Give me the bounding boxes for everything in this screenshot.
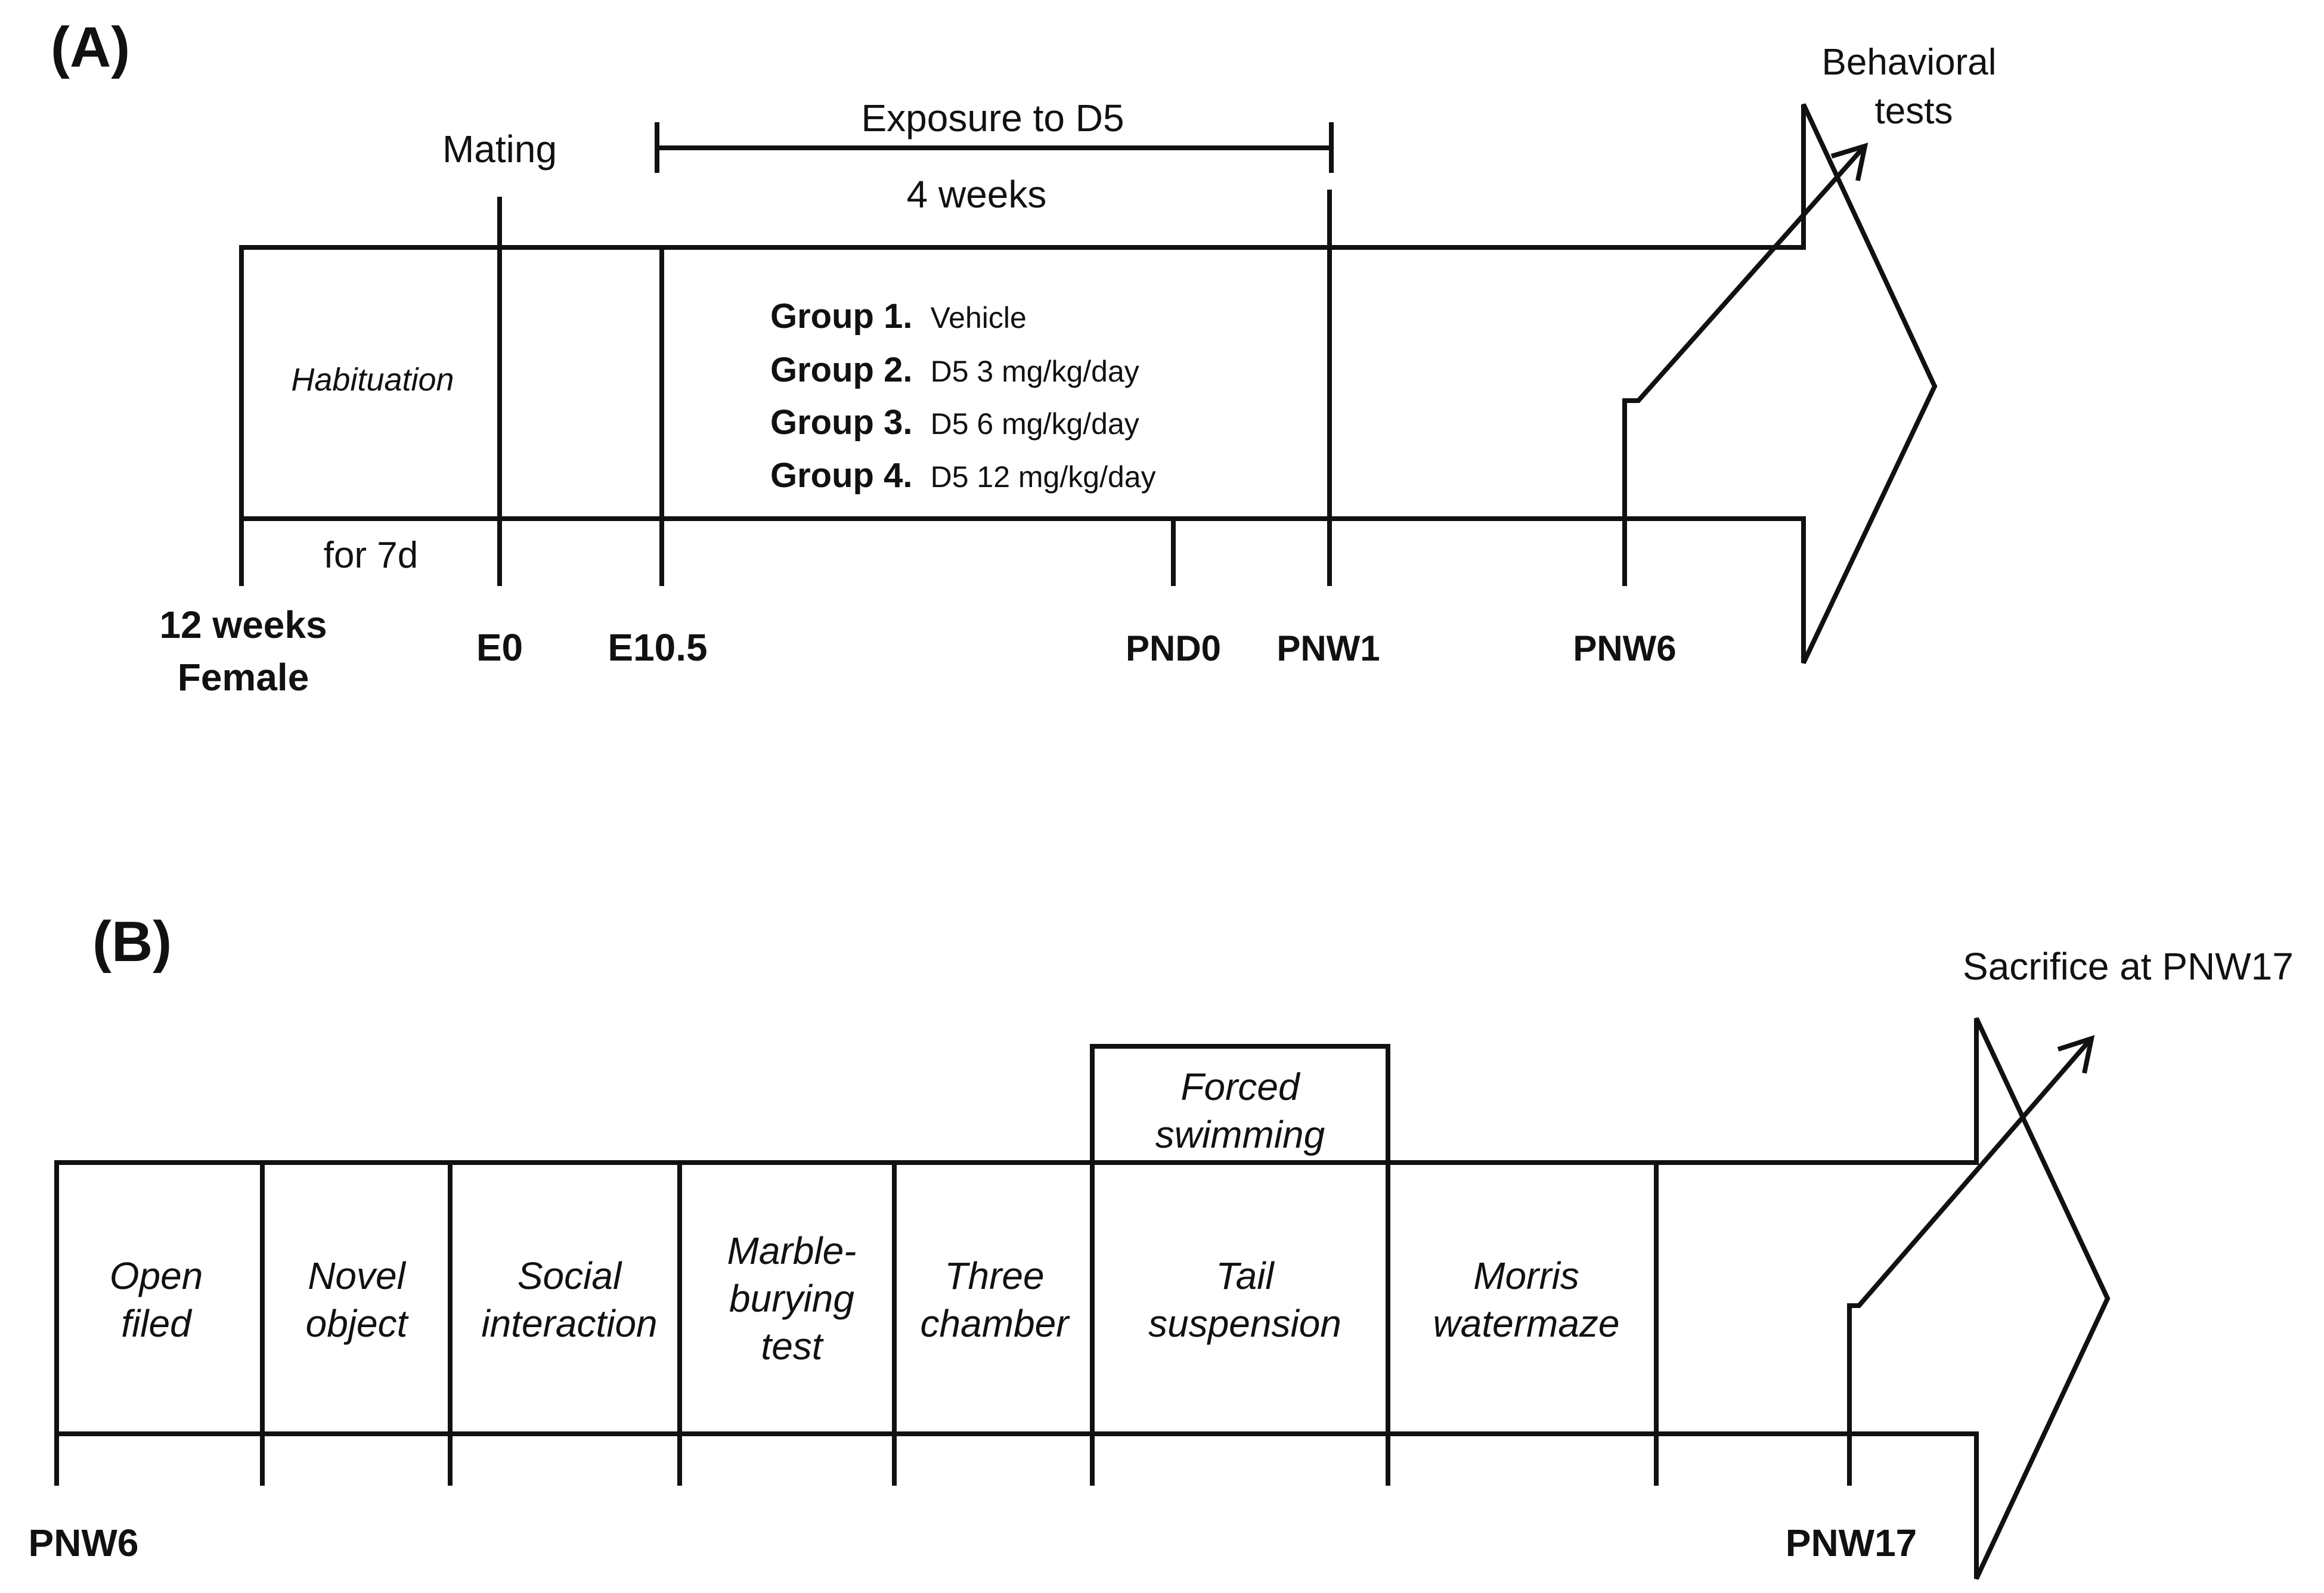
tick-label-pnd0: PND0 (1126, 628, 1221, 668)
sacrifice-arrowhead (2057, 1035, 2095, 1074)
behavioral-tests-arrow (1622, 146, 1865, 586)
group-name: Group 4. (770, 456, 912, 495)
forced-swimming-line1: Forced (1180, 1065, 1301, 1108)
tick-label-pnw1: PNW1 (1276, 628, 1380, 668)
group-list: Group 1. Vehicle Group 2. D5 3 mg/kg/day… (770, 297, 1156, 495)
group-name: Group 3. (770, 403, 912, 442)
tick-label-e0: E0 (476, 626, 523, 669)
tick-label-pnw17: PNW17 (1786, 1521, 1917, 1564)
duration-label: 4 weeks (907, 173, 1047, 216)
behavioral-label-line2: tests (1875, 91, 1953, 132)
panel-a-label: (A) (51, 16, 130, 79)
start-label-line2: Female (178, 656, 309, 699)
panel-b (54, 1017, 2111, 1580)
test-label-marble-burying: burying (729, 1277, 854, 1320)
panel-b-label: (B) (92, 910, 172, 974)
start-label-line1: 12 weeks (159, 603, 327, 646)
behavioral-label-line1: Behavioral (1822, 42, 1997, 83)
group-item: Group 1. Vehicle (770, 297, 1027, 336)
test-label-open-field: Open (110, 1254, 203, 1297)
mating-label: Mating (442, 128, 557, 171)
test-label-social-interaction: interaction (481, 1302, 657, 1345)
test-label-tail-suspension: Tail (1216, 1254, 1275, 1297)
group-name: Group 1. (770, 297, 912, 336)
test-label-novel-object: Novel (308, 1254, 406, 1297)
tick-label-pnw6-b: PNW6 (29, 1521, 139, 1564)
group-name: Group 2. (770, 351, 912, 389)
test-list: Open filed Novel object Social interacti… (110, 1229, 1620, 1368)
test-label-marble-burying: test (761, 1325, 823, 1368)
group-treatment: Vehicle (931, 301, 1027, 334)
forced-swimming-line2: swimming (1155, 1113, 1325, 1156)
group-treatment: D5 6 mg/kg/day (931, 407, 1139, 441)
group-item: Group 3. D5 6 mg/kg/day (770, 403, 1139, 442)
group-item: Group 4. D5 12 mg/kg/day (770, 456, 1156, 495)
exposure-label: Exposure to D5 (861, 97, 1124, 140)
habituation-duration: for 7d (324, 535, 419, 576)
test-label-three-chamber: chamber (921, 1302, 1071, 1345)
test-label-tail-suspension: suspension (1148, 1302, 1341, 1345)
test-label-social-interaction: Social (518, 1254, 622, 1297)
sacrifice-arrow (1847, 1039, 2092, 1486)
group-treatment: D5 3 mg/kg/day (931, 355, 1139, 388)
test-label-novel-object: object (306, 1302, 409, 1345)
tick-label-e105: E10.5 (608, 626, 707, 669)
test-label-open-field: filed (121, 1302, 193, 1345)
tick-label-pnw6-a: PNW6 (1573, 628, 1676, 668)
test-label-morris-watermaze: Morris (1473, 1254, 1579, 1297)
forced-swimming-box (1090, 1044, 1390, 1163)
group-item: Group 2. D5 3 mg/kg/day (770, 351, 1139, 389)
group-treatment: D5 12 mg/kg/day (931, 460, 1156, 494)
test-label-marble-burying: Marble- (727, 1229, 857, 1272)
timeline-arrow-b (54, 1017, 2111, 1580)
sacrifice-label: Sacrifice at PNW17 (1963, 945, 2294, 988)
habituation-label: Habituation (291, 362, 454, 398)
test-label-three-chamber: Three (944, 1254, 1044, 1297)
behavioral-tests-arrowhead (1830, 142, 1869, 181)
test-label-morris-watermaze: watermaze (1433, 1302, 1620, 1345)
panel-a (239, 103, 1938, 664)
